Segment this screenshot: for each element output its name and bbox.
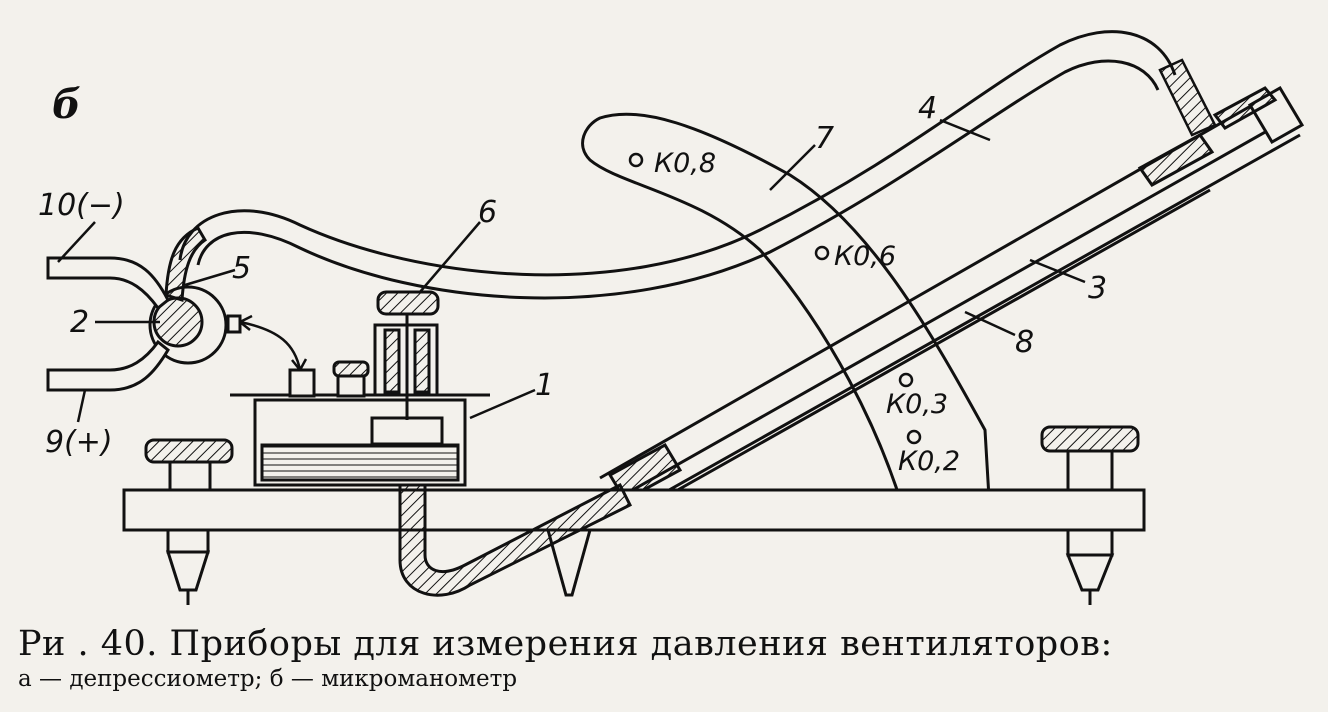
rotation-arrow bbox=[239, 314, 308, 371]
caption-title: Ри . 40. Приборы для измерения давления … bbox=[18, 624, 1113, 664]
figure-caption: Ри . 40. Приборы для измерения давления … bbox=[18, 624, 1308, 694]
sector-scale bbox=[581, 112, 992, 517]
label-9: 9(+) bbox=[45, 425, 113, 460]
leveling-screws bbox=[144, 425, 1140, 605]
label-6: 6 bbox=[478, 195, 497, 230]
leader-lines bbox=[57, 118, 1086, 423]
label-10: 10(−) bbox=[38, 188, 125, 223]
reservoir bbox=[230, 360, 490, 487]
three-way-valve bbox=[46, 226, 242, 392]
label-7: 7 bbox=[815, 121, 834, 156]
base-plate bbox=[122, 488, 1146, 532]
label-5: 5 bbox=[232, 251, 251, 286]
inclined-tube bbox=[599, 85, 1305, 514]
scale-mark-k06: К0,6 bbox=[834, 241, 896, 272]
adjustment-screw bbox=[373, 290, 440, 420]
label-1: 1 bbox=[535, 368, 554, 403]
caption-subtitle: а — депрессиометр; б — микроманометр bbox=[18, 666, 518, 692]
hose-clamp bbox=[1158, 58, 1217, 137]
label-4: 4 bbox=[918, 91, 937, 126]
scale-mark-k02: К0,2 bbox=[898, 446, 960, 477]
scale-mark-k08: К0,8 bbox=[654, 148, 716, 179]
label-2: 2 bbox=[70, 305, 89, 340]
label-3: 3 bbox=[1088, 271, 1107, 306]
connecting-tube bbox=[398, 482, 633, 597]
panel-letter: б bbox=[52, 81, 81, 128]
label-8: 8 bbox=[1015, 325, 1034, 360]
rubber-hose bbox=[178, 30, 1177, 300]
scale-mark-k03: К0,3 bbox=[886, 389, 948, 420]
